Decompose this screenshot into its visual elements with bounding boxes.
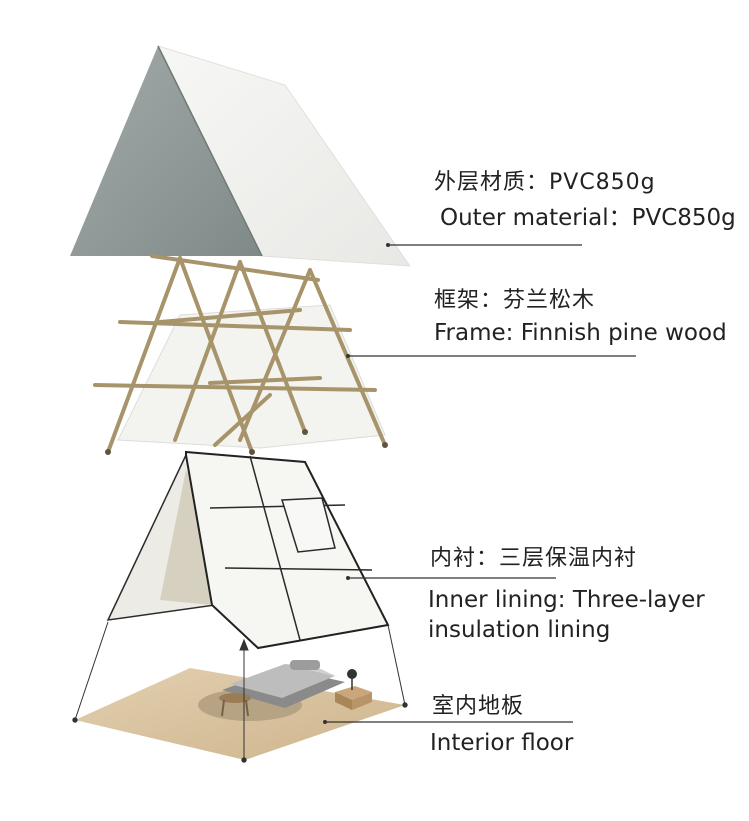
interior-floor-layer (75, 660, 405, 760)
inner-lining-cn: 内衬：三层保温内衬 (430, 546, 638, 571)
outer-material-en: Outer material：PVC850g (440, 205, 736, 231)
inner-lining-layer (106, 450, 390, 650)
wooden-frame-layer (93, 254, 388, 455)
frame-cn: 框架：芬兰松木 (434, 288, 596, 313)
floor-stool (219, 693, 251, 717)
callout-leaders (325, 244, 636, 723)
floor-nightstand (335, 669, 372, 710)
interior-floor-cn: 室内地板 (432, 694, 525, 719)
inner-lining-front (185, 450, 390, 650)
projection-lines (72, 621, 408, 763)
floor-bed (222, 660, 345, 708)
outer-canvas-shadow-face (70, 46, 262, 256)
frame-en: Frame: Finnish pine wood (434, 320, 727, 346)
interior-floor-en: Interior floor (430, 730, 574, 756)
outer-canvas-layer (70, 45, 412, 267)
inner-lining-en-line1: Inner lining: Three-layer (428, 587, 705, 613)
outer-material-cn: 外层材质：PVC850g (434, 170, 656, 195)
inner-lining-en-line2: insulation lining (428, 617, 611, 643)
